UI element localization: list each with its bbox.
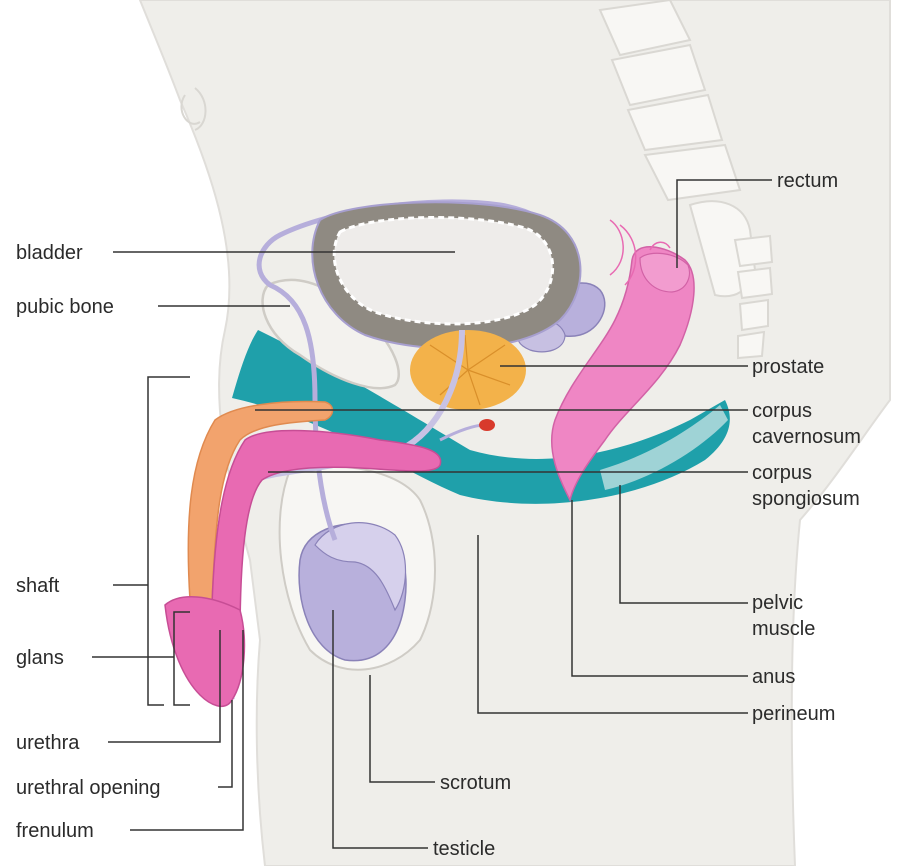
bladder-lumen (334, 217, 552, 323)
label-scrotum: scrotum (440, 772, 511, 794)
label-frenulum: frenulum (16, 820, 94, 842)
label-bladder: bladder (16, 242, 83, 264)
label-shaft: shaft (16, 575, 60, 597)
label-pelvic-muscle-1: pelvic (752, 592, 803, 614)
label-urethra: urethra (16, 732, 80, 754)
label-glans: glans (16, 647, 64, 669)
label-corpus-cavernosum-2: cavernosum (752, 426, 861, 448)
cowper-gland (479, 419, 495, 431)
label-pubic-bone: pubic bone (16, 296, 114, 318)
label-urethral-opening: urethral opening (16, 777, 161, 799)
glans-shape (165, 597, 244, 707)
label-perineum: perineum (752, 703, 835, 725)
label-corpus-spongiosum-2: spongiosum (752, 488, 860, 510)
label-corpus-spongiosum-1: corpus (752, 462, 812, 484)
label-anus: anus (752, 666, 795, 688)
label-prostate: prostate (752, 356, 824, 378)
label-corpus-cavernosum-1: corpus (752, 400, 812, 422)
label-testicle: testicle (433, 838, 495, 860)
label-rectum: rectum (777, 170, 838, 192)
label-pelvic-muscle-2: muscle (752, 618, 815, 640)
